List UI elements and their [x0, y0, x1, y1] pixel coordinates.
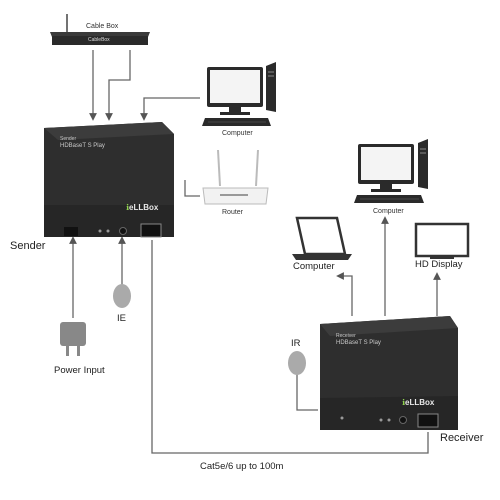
sender-label: Sender — [10, 240, 46, 252]
power-input-label: Power Input — [54, 365, 105, 376]
laptop-icon — [292, 216, 352, 260]
ie-label: IE — [117, 313, 126, 324]
hd-display-icon — [414, 222, 470, 259]
receiver-device — [320, 316, 458, 430]
router-to-sender-wire — [184, 180, 200, 197]
cable-box — [50, 14, 150, 45]
router-label: Router — [222, 209, 244, 216]
cat5-cable — [151, 240, 429, 454]
sender-brand-prefix: ℹ — [126, 203, 130, 212]
sender-model-text: HDBaseT S Play — [60, 143, 105, 149]
wires — [69, 50, 441, 454]
ie-sensor-icon — [113, 284, 131, 308]
receiver-brand-name: eLLBox — [405, 398, 435, 407]
receiver-label: Receiver — [440, 432, 484, 444]
ir-to-receiver-wire — [296, 372, 318, 411]
receiver-model-text: HDBaseT S Play — [336, 340, 381, 346]
power-plug-icon — [60, 322, 86, 356]
ir-label: IR — [291, 338, 301, 349]
receiver-brand-prefix: ℹ — [402, 398, 406, 407]
sender-brand-logo: ℹeLLBox — [126, 204, 158, 212]
sender-brand-name: eLLBox — [129, 203, 159, 212]
receiver-model-top-text: Receiver — [336, 333, 356, 339]
sender-model-top-text: Sender — [60, 136, 77, 142]
computer-top-label: Computer — [222, 130, 253, 137]
sender-device — [44, 122, 174, 238]
cable-box-label: Cable Box — [86, 23, 119, 30]
cable-label: Cat5e/6 up to 100m — [200, 461, 284, 472]
laptop-label: Computer — [293, 261, 335, 272]
computer-right-label: Computer — [373, 208, 404, 215]
router-icon — [202, 149, 269, 205]
receiver-to-laptop-wire — [336, 272, 353, 316]
receiver-brand-logo: ℹeLLBox — [402, 399, 434, 407]
cablebox-to-sender-wire-2 — [105, 50, 131, 121]
computer-to-sender-wire — [140, 97, 200, 121]
ir-sensor-icon — [288, 351, 306, 375]
computer-top-icon — [202, 62, 276, 126]
computer-right-icon — [354, 139, 428, 203]
hd-display-label: HD Display — [415, 259, 463, 270]
cable-box-front-label: CableBox — [88, 37, 110, 43]
